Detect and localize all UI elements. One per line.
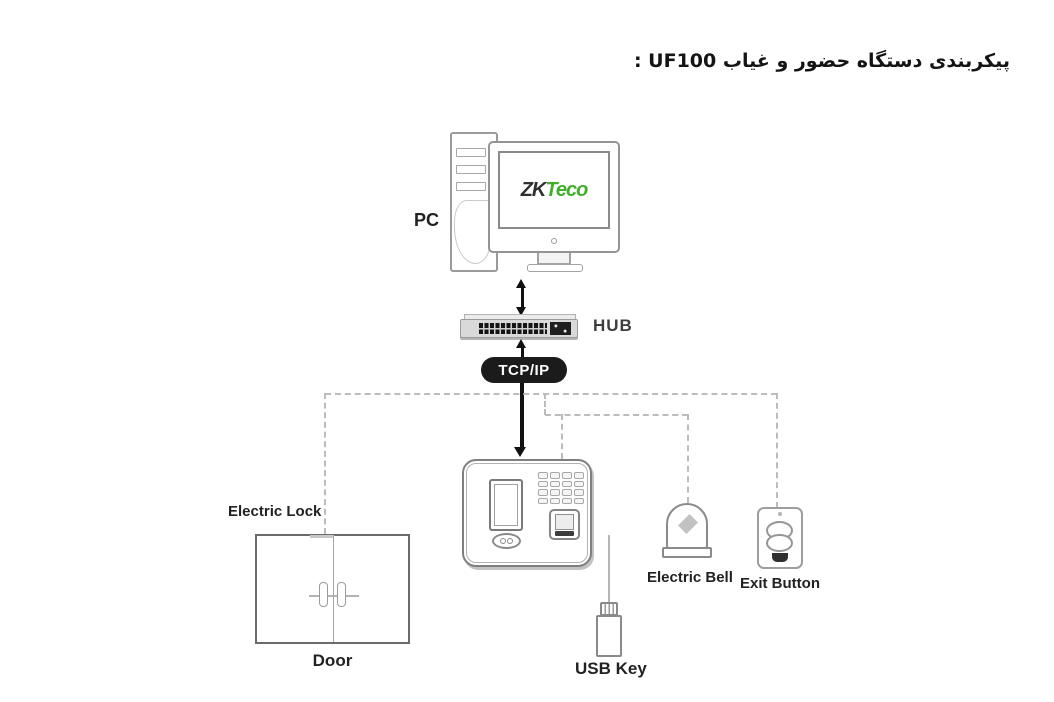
page-title: پیکربندی دستگاه حضور و غیاب UF100 : — [633, 50, 1010, 72]
pc-label: PC — [414, 210, 440, 230]
hub-uplink-ports — [550, 322, 571, 335]
hub-ports — [479, 323, 547, 334]
door-split-line — [332, 536, 334, 642]
speaker-dot — [507, 538, 513, 544]
wire-horizontal-bell — [545, 414, 688, 416]
wire-to-exit-button — [776, 393, 778, 508]
arrow-down-icon — [514, 447, 526, 457]
logo-text-teco: Teco — [545, 178, 588, 201]
door-icon — [255, 534, 410, 644]
tower-front-panel — [454, 200, 492, 264]
hub-label: HUB — [593, 316, 633, 335]
electric-bell-label: Electric Bell — [647, 569, 733, 586]
electric-bell-icon — [666, 503, 708, 549]
wire-to-terminal — [561, 414, 563, 459]
door-pushbar — [309, 595, 359, 597]
electric-bell-base — [662, 547, 712, 558]
fingerprint-sensor — [549, 509, 580, 540]
exit-button-label: Exit Button — [740, 575, 820, 592]
tcpip-badge: TCP/IP — [481, 357, 567, 383]
drive-bay — [456, 165, 486, 174]
wire-to-electric-lock — [324, 393, 326, 534]
pc-hub-link — [521, 287, 524, 308]
sensor-base — [555, 531, 574, 536]
terminal-keypad — [538, 472, 584, 504]
drive-bay — [456, 148, 486, 157]
door-handle — [319, 582, 328, 607]
fingerprint-terminal-icon — [462, 459, 592, 567]
electric-lock-label: Electric Lock — [228, 503, 322, 520]
zkteco-logo: ZKTeco — [520, 178, 589, 202]
monitor-base — [527, 264, 583, 272]
usb-key-label: USB Key — [575, 659, 647, 678]
door-handle — [337, 582, 346, 607]
pc-monitor-icon: ZKTeco — [488, 141, 620, 253]
wire-junction — [544, 393, 546, 415]
exit-button-ring — [766, 534, 793, 552]
terminal-speaker — [492, 533, 521, 549]
hub-tcpip-link — [521, 346, 524, 359]
door-label: Door — [312, 651, 353, 670]
logo-text-zk: ZK — [520, 178, 547, 201]
hub-switch-icon — [460, 319, 578, 338]
arrow-down-icon — [516, 307, 526, 316]
wire-to-electric-bell — [687, 414, 689, 503]
sensor-window — [555, 514, 574, 530]
exit-button-icon — [757, 507, 803, 569]
exit-button-base — [772, 553, 788, 562]
arrow-up-icon — [516, 279, 526, 288]
monitor-power-button — [551, 238, 557, 244]
tcpip-terminal-link — [520, 383, 524, 448]
bell-diamond — [678, 514, 698, 534]
wire-to-usb-key — [608, 535, 610, 603]
drive-bay — [456, 182, 486, 191]
speaker-dot — [500, 538, 506, 544]
wire-horizontal-main — [325, 393, 777, 395]
electric-lock-strike — [310, 535, 334, 538]
exit-button-screw — [778, 512, 782, 516]
terminal-screen — [489, 479, 523, 531]
usb-key-icon — [596, 615, 622, 657]
usb-key-connector — [600, 602, 618, 616]
arrow-up-icon — [516, 339, 526, 348]
monitor-screen: ZKTeco — [498, 151, 610, 229]
